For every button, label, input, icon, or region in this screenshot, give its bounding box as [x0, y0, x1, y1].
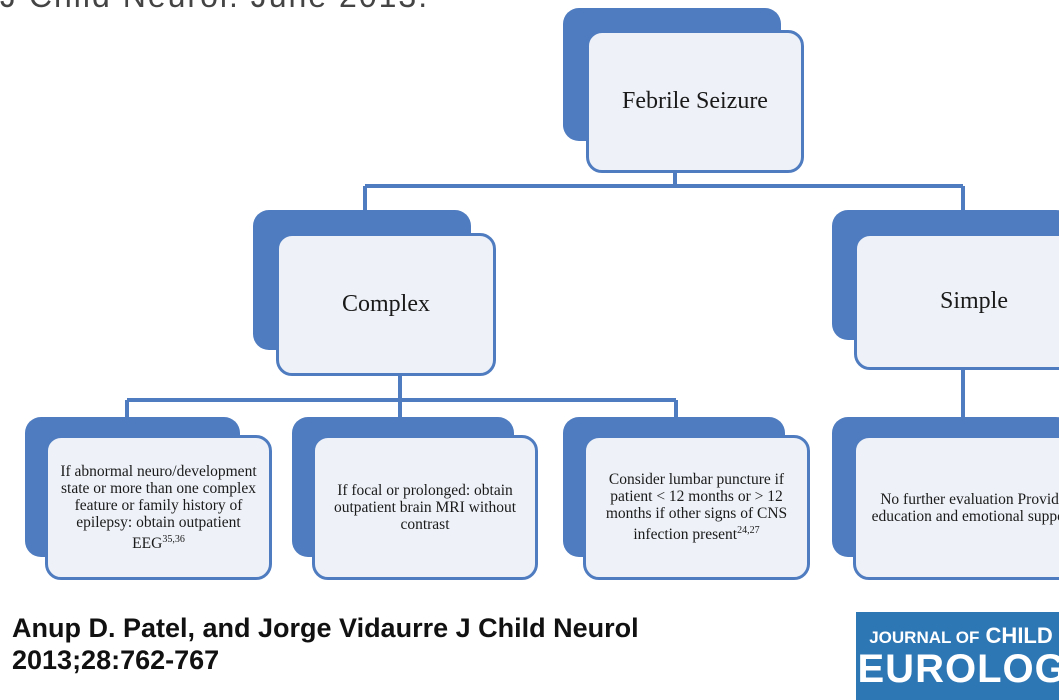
node-febrile-seizure-label: Febrile Seizure	[622, 88, 768, 114]
citation-reference: 2013;28:762-767	[12, 645, 220, 675]
cropped-journal-header: J Child Neurol. June 2013.	[0, 0, 429, 15]
node-mri-text: If focal or prolonged: obtain outpatient…	[333, 482, 517, 533]
node-eeg-text: If abnormal neuro/development state or m…	[60, 462, 257, 553]
journal-logo-prefix: JOURNAL OF	[869, 628, 980, 647]
node-simple-rec-text: No further evaluation Provide education …	[871, 490, 1059, 525]
node-simple-label: Simple	[939, 288, 1008, 314]
journal-logo-line1: JOURNAL OF CHILD	[869, 623, 1053, 649]
node-eeg-text-wrap: If abnormal neuro/development state or m…	[54, 463, 263, 552]
citation-authors: Anup D. Patel, and Jorge Vidaurre J Chil…	[12, 613, 639, 643]
journal-logo: JOURNAL OF CHILD NEUROLOGY	[828, 612, 1059, 700]
node-complex-label: Complex	[342, 291, 430, 317]
node-eeg-sup: 35,36	[162, 533, 185, 545]
journal-logo-line2: NEUROLOGY	[827, 647, 1059, 691]
citation: Anup D. Patel, and Jorge Vidaurre J Chil…	[12, 612, 639, 676]
node-lumbar-text-wrap: Consider lumbar puncture if patient < 12…	[592, 471, 801, 543]
journal-logo-main: CHILD	[985, 623, 1053, 648]
node-lumbar-sup: 24,27	[737, 525, 760, 537]
node-lumbar-text: Consider lumbar puncture if patient < 12…	[605, 471, 788, 544]
